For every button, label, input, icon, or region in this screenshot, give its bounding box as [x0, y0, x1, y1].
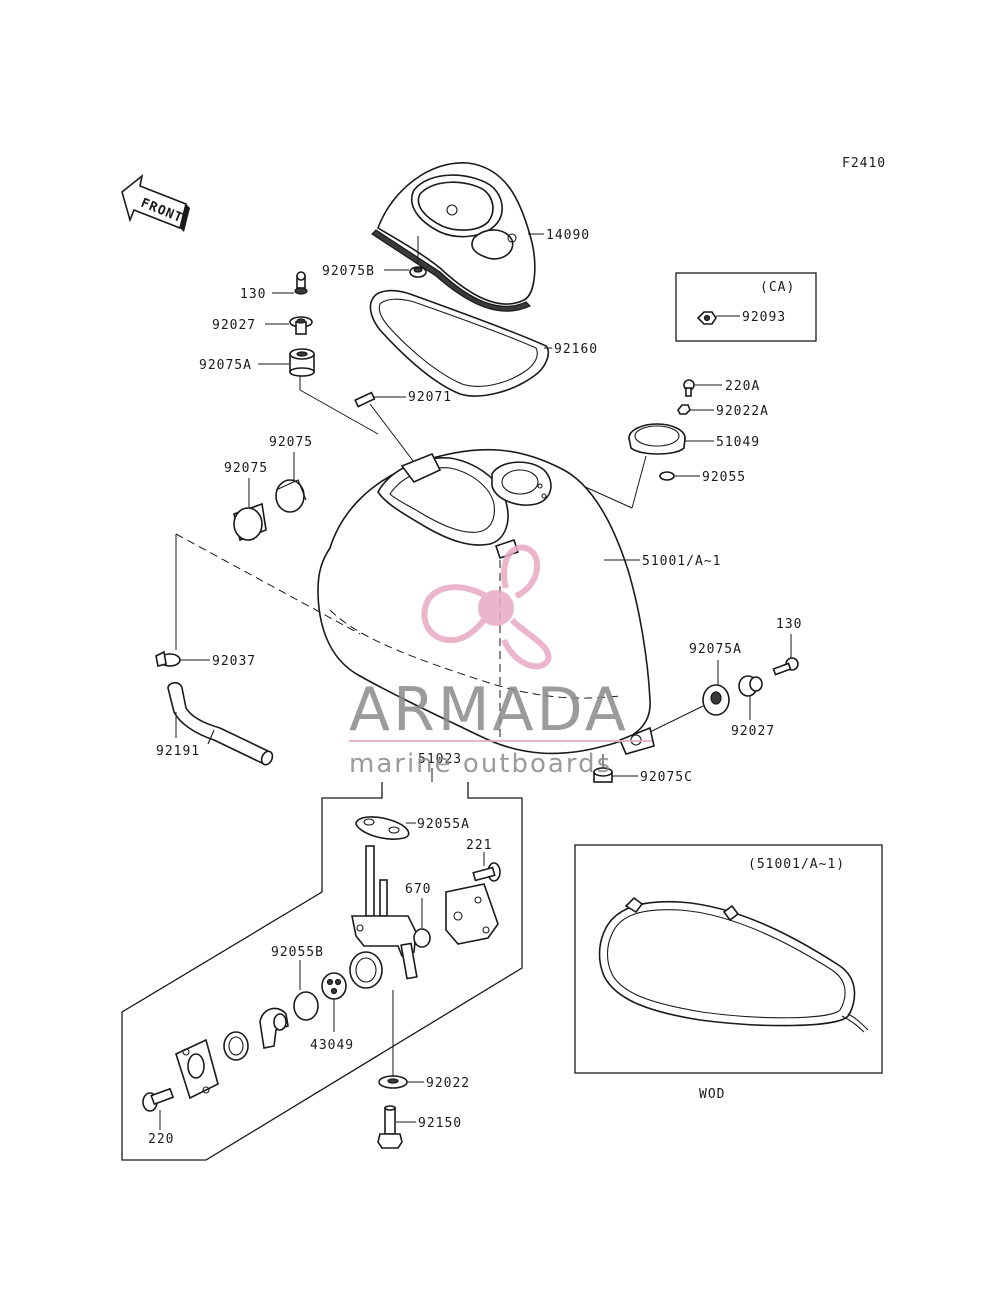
- o-ring-92055-part: [659, 471, 675, 481]
- inset-tank-box: (51001/A~1): [574, 844, 883, 1074]
- clamp-92037-part: [155, 650, 181, 667]
- cap-51049-part: [628, 423, 686, 455]
- watermark: ARMADA marine outboards: [349, 544, 652, 779]
- o-ring-92055b-part: [293, 991, 319, 1021]
- washer-92022a-part: [677, 404, 691, 415]
- label-670: 670: [405, 882, 431, 897]
- bolt-92150-part: [377, 1105, 403, 1149]
- o-ring-670-part: [413, 928, 431, 948]
- label-92055b: 92055B: [271, 945, 324, 960]
- label-92075a-right: 92075A: [689, 642, 742, 657]
- fuel-cock-assembly-box: [121, 782, 523, 1161]
- nut-92093-part: [696, 311, 717, 325]
- gasket-43049-part: [321, 972, 347, 1000]
- inset-ca-box: (CA) 92093: [675, 272, 817, 342]
- label-92160: 92160: [554, 342, 598, 357]
- collar-92027-top-part: [289, 316, 313, 335]
- label-92075-right: 92075: [269, 435, 313, 450]
- propeller-logo-icon: [421, 544, 552, 670]
- bolt-130-right-part: [772, 657, 799, 676]
- figure-code: F2410: [842, 156, 886, 171]
- label-51023: 51023: [418, 752, 462, 767]
- label-220: 220: [148, 1132, 174, 1147]
- bolt-130-top-part: [294, 271, 308, 295]
- label-130-right: 130: [776, 617, 802, 632]
- label-92191: 92191: [156, 744, 200, 759]
- meter-cover-part: [371, 162, 536, 312]
- screw-220a-part: [683, 379, 695, 397]
- gasket-92055a-part: [355, 816, 410, 840]
- damper-92075a-top-part: [289, 348, 315, 377]
- label-14090: 14090: [546, 228, 590, 243]
- label-51001: 51001/A~1: [642, 554, 721, 569]
- spring-washer-part: [223, 1031, 249, 1061]
- watermark-tagline: marine outboards: [349, 749, 612, 779]
- label-92075b: 92075B: [322, 264, 375, 279]
- inset-tank-caption: WOD: [699, 1087, 725, 1102]
- damper-92075-right-part: [275, 479, 307, 513]
- label-92093: 92093: [742, 310, 786, 325]
- inset-tank-title: (51001/A~1): [748, 857, 845, 872]
- label-221: 221: [466, 838, 492, 853]
- label-92075c: 92075C: [640, 770, 693, 785]
- gasket-92160-part: [369, 289, 550, 397]
- label-92075a-top: 92075A: [199, 358, 252, 373]
- fuel-cock-body-part: [349, 845, 418, 989]
- label-92037: 92037: [212, 654, 256, 669]
- label-92150: 92150: [418, 1116, 462, 1131]
- label-92022a: 92022A: [716, 404, 769, 419]
- grommet-92075b-part: [409, 266, 427, 278]
- cover-plate-part: [445, 883, 499, 945]
- front-arrow-icon: FRONT: [121, 174, 190, 232]
- watermark-brand: ARMADA: [349, 675, 629, 745]
- label-92027-top: 92027: [212, 318, 256, 333]
- clip-92071-part: [354, 391, 376, 408]
- hose-92191-part: [167, 681, 274, 766]
- washer-92022-part: [378, 1075, 408, 1089]
- damper-92075a-right-part: [702, 684, 730, 716]
- label-130-top: 130: [240, 287, 266, 302]
- label-220a: 220A: [725, 379, 760, 394]
- label-92022: 92022: [426, 1076, 470, 1091]
- label-92055: 92055: [702, 470, 746, 485]
- damper-92075-left-part: [233, 502, 267, 542]
- label-43049: 43049: [310, 1038, 354, 1053]
- label-51049: 51049: [716, 435, 760, 450]
- label-92075-left: 92075: [224, 461, 268, 476]
- label-92071: 92071: [408, 390, 452, 405]
- lever-part: [259, 1007, 289, 1049]
- screw-220-part: [142, 1087, 175, 1112]
- inset-ca-title: (CA): [760, 280, 795, 295]
- label-92027-right: 92027: [731, 724, 775, 739]
- screw-221-part: [472, 862, 501, 882]
- propeller-hub-icon: [478, 590, 514, 626]
- collar-92027-right-part: [738, 675, 763, 697]
- lever-plate-part: [175, 1038, 219, 1100]
- label-92055a: 92055A: [417, 817, 470, 832]
